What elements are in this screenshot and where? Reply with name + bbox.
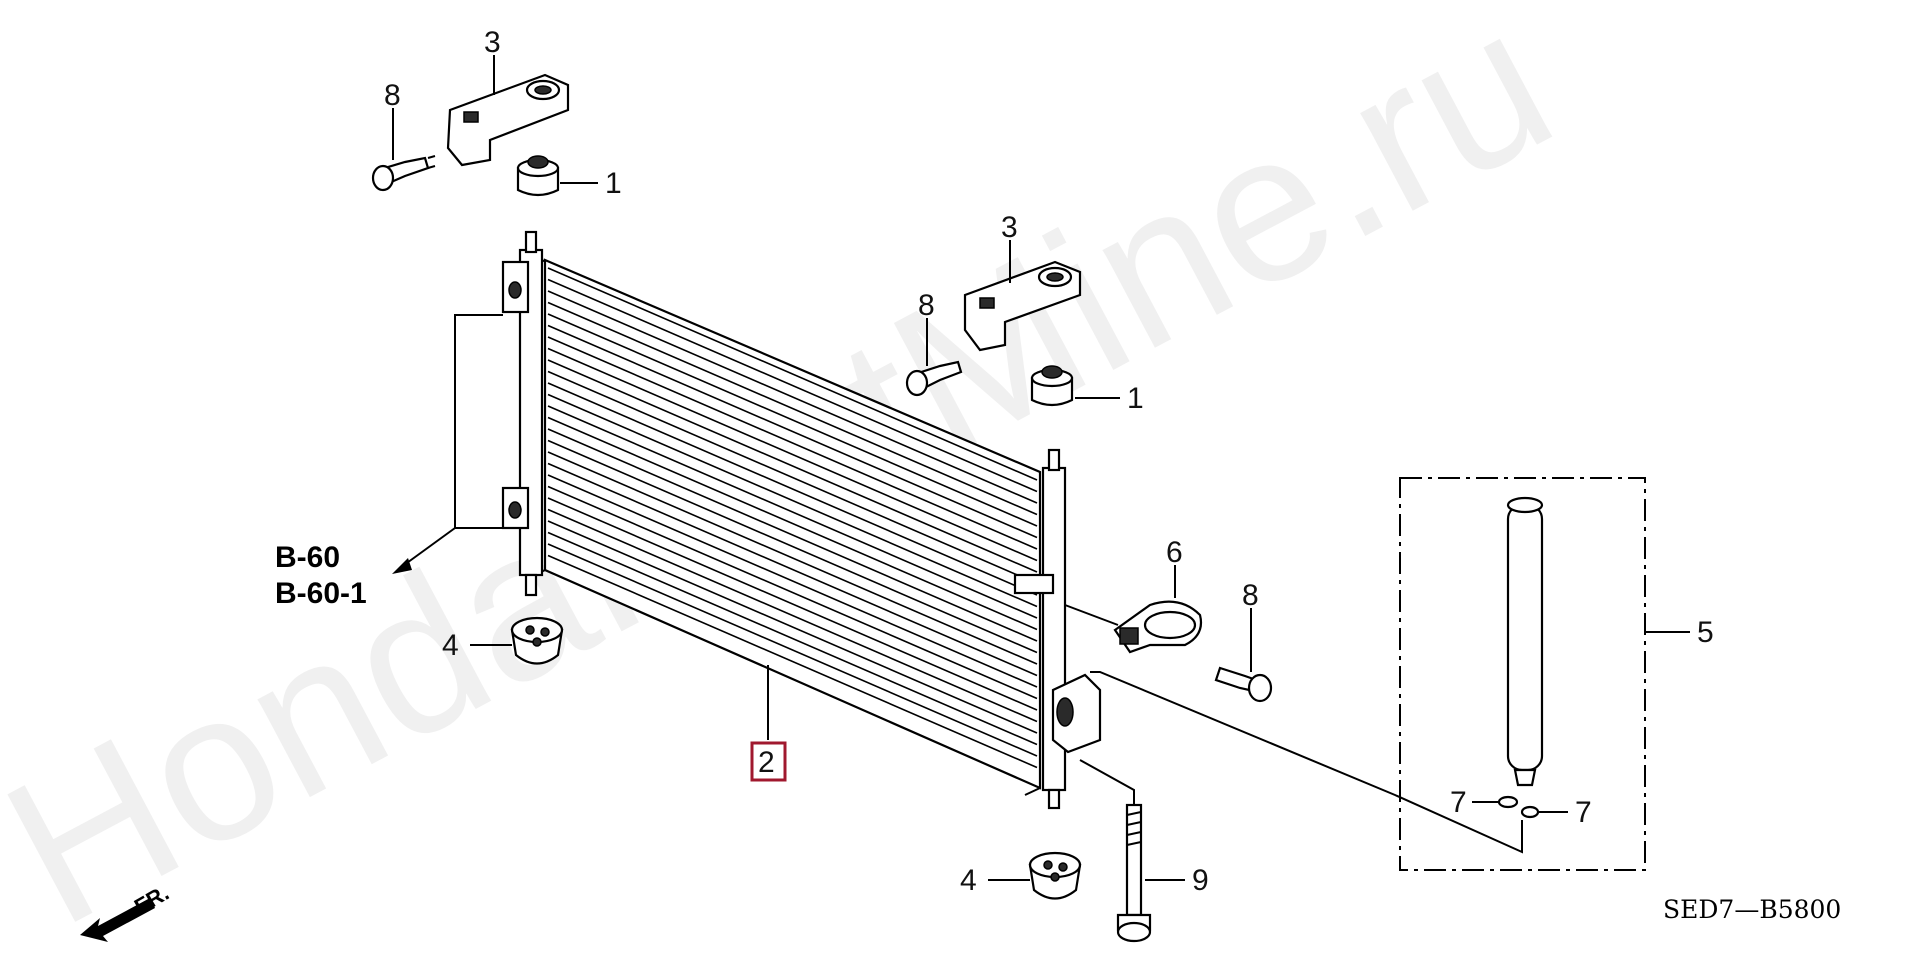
callout-mount-left: 4 — [442, 629, 459, 662]
middle-bolt-8[interactable] — [905, 360, 963, 397]
callout-bracket-top: 3 — [484, 26, 501, 59]
condenser-tube-line — [547, 301, 1038, 516]
callout-receiver-dryer: 5 — [1697, 616, 1714, 649]
diagram-code: SED7—B5800 — [1663, 895, 1841, 924]
highlight-box-condenser — [750, 741, 787, 782]
condenser-tube-line — [547, 382, 1038, 596]
callout-bolt-right: 8 — [1242, 579, 1259, 612]
condenser-2[interactable] — [501, 230, 1102, 810]
condenser-tube-line — [547, 313, 1038, 527]
condenser-tube-line — [547, 439, 1038, 654]
condenser-tube-line — [547, 428, 1038, 642]
callout-oring-left: 7 — [1450, 786, 1467, 819]
callout-oring-right: 7 — [1575, 796, 1592, 829]
condenser-tube-line — [547, 416, 1038, 631]
upper-cushion-1[interactable] — [516, 155, 560, 197]
callout-condenser: 2 — [758, 746, 775, 779]
condenser-tubes — [547, 267, 1038, 769]
condenser-tube-line — [547, 278, 1038, 493]
upper-bracket-3[interactable] — [446, 73, 570, 167]
condenser-tube-line — [547, 474, 1038, 688]
receiver-dryer-box — [1399, 477, 1646, 871]
o-ring-7-left[interactable] — [1497, 795, 1519, 809]
receiver-dryer-5[interactable] — [1506, 496, 1544, 787]
callout-cushion-top: 1 — [605, 167, 622, 200]
middle-cushion-1[interactable] — [1030, 365, 1074, 407]
condenser-tube-line — [547, 370, 1038, 585]
condenser-tube-line — [547, 520, 1038, 734]
clamp-6[interactable] — [1113, 600, 1203, 654]
left-mount-4[interactable] — [510, 616, 564, 665]
front-direction-arrow — [80, 898, 155, 942]
callout-long-bolt: 9 — [1192, 864, 1209, 897]
condenser-tube-line — [547, 508, 1038, 723]
callout-cushion-mid: 1 — [1127, 382, 1144, 415]
condenser-tube-line — [547, 290, 1038, 504]
callout-bracket-mid: 3 — [1001, 211, 1018, 244]
callout-bolt-top: 8 — [384, 79, 401, 112]
condenser-tube-line — [547, 393, 1038, 608]
condenser-tube-line — [547, 497, 1038, 711]
reference-b-60[interactable]: B-60 — [275, 541, 340, 574]
condenser-tube-line — [547, 451, 1038, 665]
callout-clamp: 6 — [1166, 536, 1183, 569]
condenser-tube-line — [547, 485, 1038, 700]
middle-bracket-3[interactable] — [963, 260, 1082, 352]
condenser-tube-line — [547, 359, 1038, 573]
condenser-tube-line — [547, 347, 1038, 562]
upper-bolt-8[interactable] — [371, 155, 436, 192]
condenser-tube-line — [547, 405, 1038, 619]
bottom-mount-4[interactable] — [1028, 851, 1082, 900]
right-bolt-8[interactable] — [1214, 666, 1273, 703]
long-bolt-9[interactable] — [1116, 803, 1152, 943]
condenser-tube-line — [547, 531, 1038, 746]
condenser-tube-line — [547, 336, 1038, 550]
callout-mount-bottom: 4 — [960, 864, 977, 897]
reference-b-60-1[interactable]: B-60-1 — [275, 577, 367, 610]
callout-bolt-mid: 8 — [918, 289, 935, 322]
o-ring-7-right[interactable] — [1520, 805, 1540, 819]
condenser-tube-line — [547, 554, 1038, 769]
condenser-tube-line — [547, 324, 1038, 539]
condenser-tube-line — [547, 462, 1038, 677]
condenser-tube-line — [547, 543, 1038, 757]
condenser-tube-line — [547, 267, 1038, 481]
